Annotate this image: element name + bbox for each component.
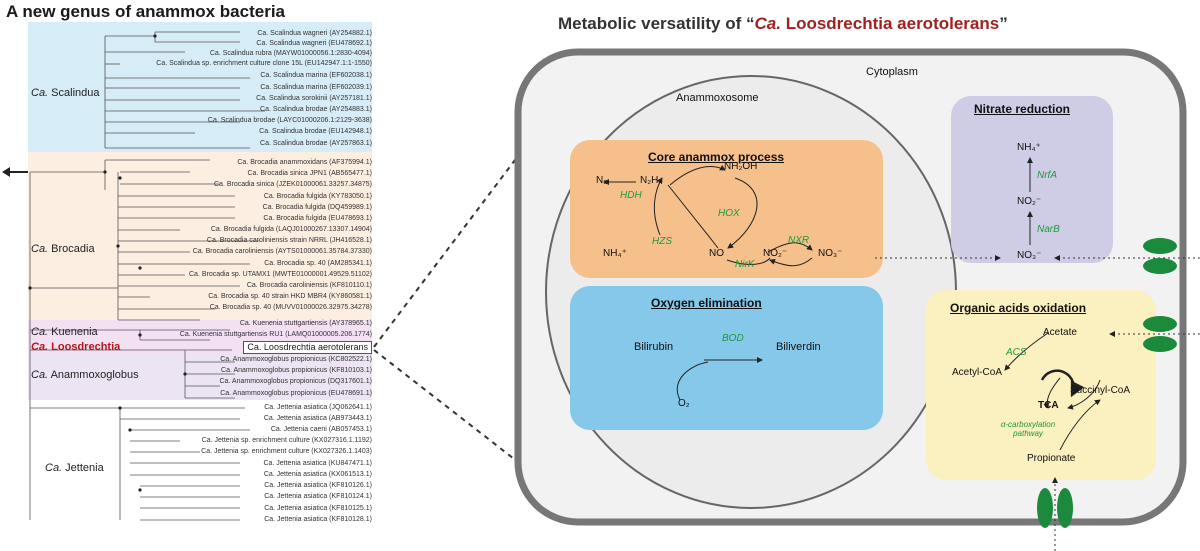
clade-label-kuenenia: Ca. Kuenenia xyxy=(31,326,98,338)
oxygen-box xyxy=(570,286,883,430)
leaf-loosdrechtia-highlight: Ca. Loosdrechtia aerotolerans xyxy=(243,341,372,354)
enzyme-pathway: α-carboxylation pathway xyxy=(1000,420,1056,438)
leaf-label: Ca. Kuenenia stuttgartiensis RU1 (LAMQ01… xyxy=(179,331,372,338)
organic-box-title: Organic acids oxidation xyxy=(950,301,1087,315)
leaf-label: Ca. Scalindua sorokinii (AY257181.1) xyxy=(256,95,372,102)
organic-acetylcoa: Acetyl-CoA xyxy=(952,367,1003,378)
leaf-label: Ca. Anammoxoglobus propionicus (KF810103… xyxy=(221,367,372,374)
clade-label-jettenia: Ca. Jettenia xyxy=(45,462,104,474)
nitrate-box xyxy=(951,96,1113,263)
core-n2h4: N₂H₄ xyxy=(640,175,663,186)
clade-label-anammoxoglobus: Ca. Anammoxoglobus xyxy=(31,369,139,381)
core-box-title: Core anammox process xyxy=(648,150,785,164)
leaf-label: Ca. Scalindua sp. enrichment culture clo… xyxy=(156,60,372,67)
enzyme-nxr: NXR xyxy=(788,235,810,246)
leaf-label: Ca. Jettenia asiatica (JQ062641.1) xyxy=(264,404,372,411)
core-no2: NO₂⁻ xyxy=(763,248,788,259)
organic-tca: TCA xyxy=(1038,400,1059,411)
leaf-label: Ca. Brocadia sinica (JZEK01000061.33257.… xyxy=(214,181,372,188)
enzyme-acs: ACS xyxy=(1006,347,1027,358)
enzyme-hdh: HDH xyxy=(620,190,642,201)
scalindua-band xyxy=(28,22,372,152)
leaf-label: Ca. Scalindua marina (EF602039.1) xyxy=(260,84,372,91)
leaf-label: Ca. Jettenia asiatica (KF810125.1) xyxy=(264,505,372,512)
enzyme-hox: HOX xyxy=(718,208,740,219)
leaf-label: Ca. Scalindua wagneri (EU478692.1) xyxy=(256,40,372,47)
nitrate-no3: NO₃⁻ xyxy=(1017,250,1042,261)
core-n2: N₂ xyxy=(596,175,608,186)
organic-acetate: Acetate xyxy=(1043,327,1077,338)
leaf-label: Ca. Anammoxoglobus propionicus (KC802522… xyxy=(220,356,372,363)
organic-succinylcoa: Succinyl-CoA xyxy=(1070,385,1131,396)
oxygen-o2: O₂ xyxy=(678,398,690,409)
nitrate-box-title: Nitrate reduction xyxy=(974,102,1071,116)
leaf-label: Ca. Brocadia sp. 40 (MUVV01000026.32975.… xyxy=(209,304,372,311)
leaf-label: Ca. Scalindua brodae (EU142948.1) xyxy=(259,128,372,135)
organic-box xyxy=(926,290,1156,480)
leaf-label: Ca. Scalindua brodae (AY257863.1) xyxy=(260,140,372,147)
leaf-label: Ca. Brocadia anammoxidans (AF375994.1) xyxy=(237,159,372,166)
transporters xyxy=(1037,238,1177,528)
enzyme-nrfa: NrfA xyxy=(1037,170,1057,181)
leaf-label: Ca. Jettenia asiatica (AB973443.1) xyxy=(263,415,372,422)
leaf-label: Ca. Scalindua brodae (LAYC01000206.1:212… xyxy=(207,117,372,124)
leaf-label: Ca. Brocadia caroliniensis strain NRRL (… xyxy=(206,237,372,244)
oxygen-box-title: Oxygen elimination xyxy=(651,296,762,310)
core-nh2oh: NH₂OH xyxy=(724,161,758,172)
enzyme-bod: BOD xyxy=(722,333,744,344)
core-no3: NO₃⁻ xyxy=(818,248,843,259)
leaf-label: Ca. Scalindua rubra (MAYW01000056.1:2830… xyxy=(209,50,372,57)
leaf-label: Ca. Anammoxoglobus propionicus (EU478691… xyxy=(220,390,372,397)
leaf-label: Ca. Brocadia caroliniensis (AYTS01000061… xyxy=(192,248,372,255)
enzyme-hzs: HZS xyxy=(652,236,672,247)
leaf-label: Ca. Jettenia asiatica (KF810128.1) xyxy=(264,516,372,523)
core-no: NO xyxy=(709,248,724,259)
core-box xyxy=(570,140,883,278)
leaf-label: Ca. Jettenia caeni (AB057453.1) xyxy=(270,426,372,433)
anammoxoglobus-band xyxy=(28,353,372,400)
leaf-label: Ca. Anammoxoglobus propionicus (DQ317601… xyxy=(219,378,372,385)
nitrate-nh4: NH₄⁺ xyxy=(1017,142,1041,153)
leaf-label: Ca. Brocadia fulgida (EU478693.1) xyxy=(263,215,372,222)
leaf-label: Ca. Brocadia fulgida (LAQJ01000267.13307… xyxy=(210,226,372,233)
leaf-label: Ca. Scalindua marina (EF602038.1) xyxy=(260,72,372,79)
leaf-label: Ca. Scalindua wagneri (AY254882.1) xyxy=(257,30,372,37)
leaf-label: Ca. Brocadia caroliniensis (KF810110.1) xyxy=(246,282,372,289)
leaf-label: Ca. Scalindua brodae (AY254883.1) xyxy=(260,106,372,113)
clade-label-brocadia: Ca. Brocadia xyxy=(31,243,95,255)
organic-propionate: Propionate xyxy=(1027,453,1076,464)
enzyme-nirk: NirK xyxy=(735,259,755,270)
leaf-label: Ca. Brocadia fulgida (KY783050.1) xyxy=(263,193,372,200)
cytoplasm-label: Cytoplasm xyxy=(866,66,918,78)
leaf-label: Ca. Kuenenia stuttgartiensis (AY378965.1… xyxy=(239,320,372,327)
leaf-label: Ca. Jettenia sp. enrichment culture (KX0… xyxy=(201,437,372,444)
clade-label-loosdrechtia: Ca. Loosdrechtia xyxy=(31,341,121,353)
leaf-label: Ca. Brocadia sinica JPN1 (AB565477.1) xyxy=(247,170,372,177)
leaf-label: Ca. Brocadia sp. 40 strain HKD MBR4 (KY8… xyxy=(208,293,372,300)
leaf-label: Ca. Brocadia sp. 40 (AM285341.1) xyxy=(264,260,372,267)
nitrate-no2: NO₂⁻ xyxy=(1017,196,1042,207)
leaf-label: Ca. Jettenia asiatica (KF810126.1) xyxy=(264,482,372,489)
right-panel-title: Metabolic versatility of “Ca. Loosdrecht… xyxy=(558,14,1008,33)
anammoxosome-label: Anammoxosome xyxy=(676,92,759,104)
leaf-label: Ca. Jettenia sp. enrichment culture (KX0… xyxy=(201,448,372,455)
enzyme-narb: NarB xyxy=(1037,224,1060,235)
leaf-label: Ca. Jettenia asiatica (KX061513.1) xyxy=(263,471,372,478)
leaf-label: Ca. Brocadia fulgida (DQ459989.1) xyxy=(262,204,372,211)
clade-label-scalindua: Ca. Scalindua xyxy=(31,87,100,99)
leaf-label: Ca. Jettenia asiatica (KF810124.1) xyxy=(264,493,372,500)
leaf-label: Ca. Jettenia asiatica (KU847471.1) xyxy=(263,460,372,467)
left-panel-title: A new genus of anammox bacteria xyxy=(6,2,285,21)
core-nh4: NH₄⁺ xyxy=(603,248,627,259)
oxygen-biliverdin: Biliverdin xyxy=(776,341,821,353)
leaf-label: Ca. Brocadia sp. UTAMX1 (MWTE01000001.49… xyxy=(188,271,372,278)
oxygen-bilirubin: Bilirubin xyxy=(634,341,674,353)
brocadia-band xyxy=(28,152,372,320)
